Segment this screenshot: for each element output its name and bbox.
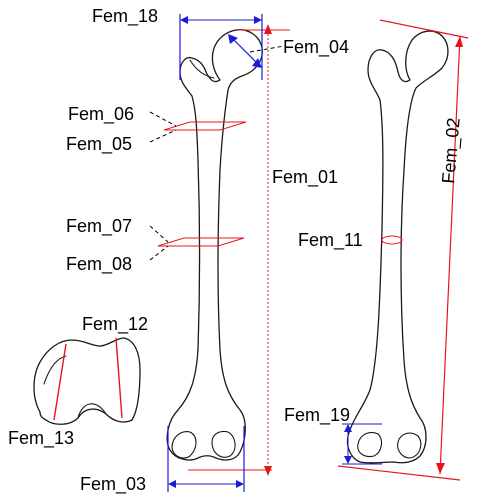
fem-01-measure — [188, 24, 290, 476]
fem-18-measure — [179, 14, 263, 80]
femur-lateral-condyle-right — [397, 432, 422, 459]
fem-02-measure — [337, 19, 469, 481]
distal-end-outline — [33, 337, 141, 425]
label-fem-03: Fem_03 — [80, 474, 146, 495]
label-fem-02: Fem_02 — [438, 117, 465, 185]
femur-lateral-outline — [346, 30, 449, 464]
fem-12-13-measure — [53, 337, 123, 421]
femur-distal-end-view — [33, 337, 141, 425]
femur-anterior-condyle-left — [171, 431, 197, 459]
femur-anterior-condyle-right — [211, 430, 236, 458]
label-fem-05: Fem_05 — [66, 134, 132, 155]
label-fem-01: Fem_01 — [272, 167, 338, 188]
label-fem-08: Fem_08 — [66, 254, 132, 275]
femur-anterior-outline — [166, 29, 263, 461]
label-fem-12: Fem_12 — [82, 314, 148, 335]
femur-anterior-view — [166, 29, 263, 461]
fem-04-measure — [228, 34, 285, 68]
distal-end-notch — [77, 403, 107, 419]
label-fem-13: Fem_13 — [8, 428, 74, 449]
label-fem-11: Fem_11 — [298, 230, 363, 251]
label-fem-18: Fem_18 — [92, 6, 158, 27]
femur-lateral-view — [346, 30, 449, 464]
fem-05-06-plane — [149, 111, 247, 143]
femur-lateral-condyle-left — [357, 431, 383, 458]
fem-07-08-plane — [149, 225, 245, 261]
label-fem-19: Fem_19 — [284, 405, 350, 426]
fem-03-measure — [167, 426, 245, 492]
fem-11-measure — [381, 235, 403, 245]
label-fem-07: Fem_07 — [66, 216, 132, 237]
label-fem-06: Fem_06 — [68, 104, 134, 125]
femur-anterior-trochanter-line — [189, 59, 215, 79]
label-fem-04: Fem_04 — [283, 37, 349, 58]
fem-19-measure — [342, 423, 382, 465]
